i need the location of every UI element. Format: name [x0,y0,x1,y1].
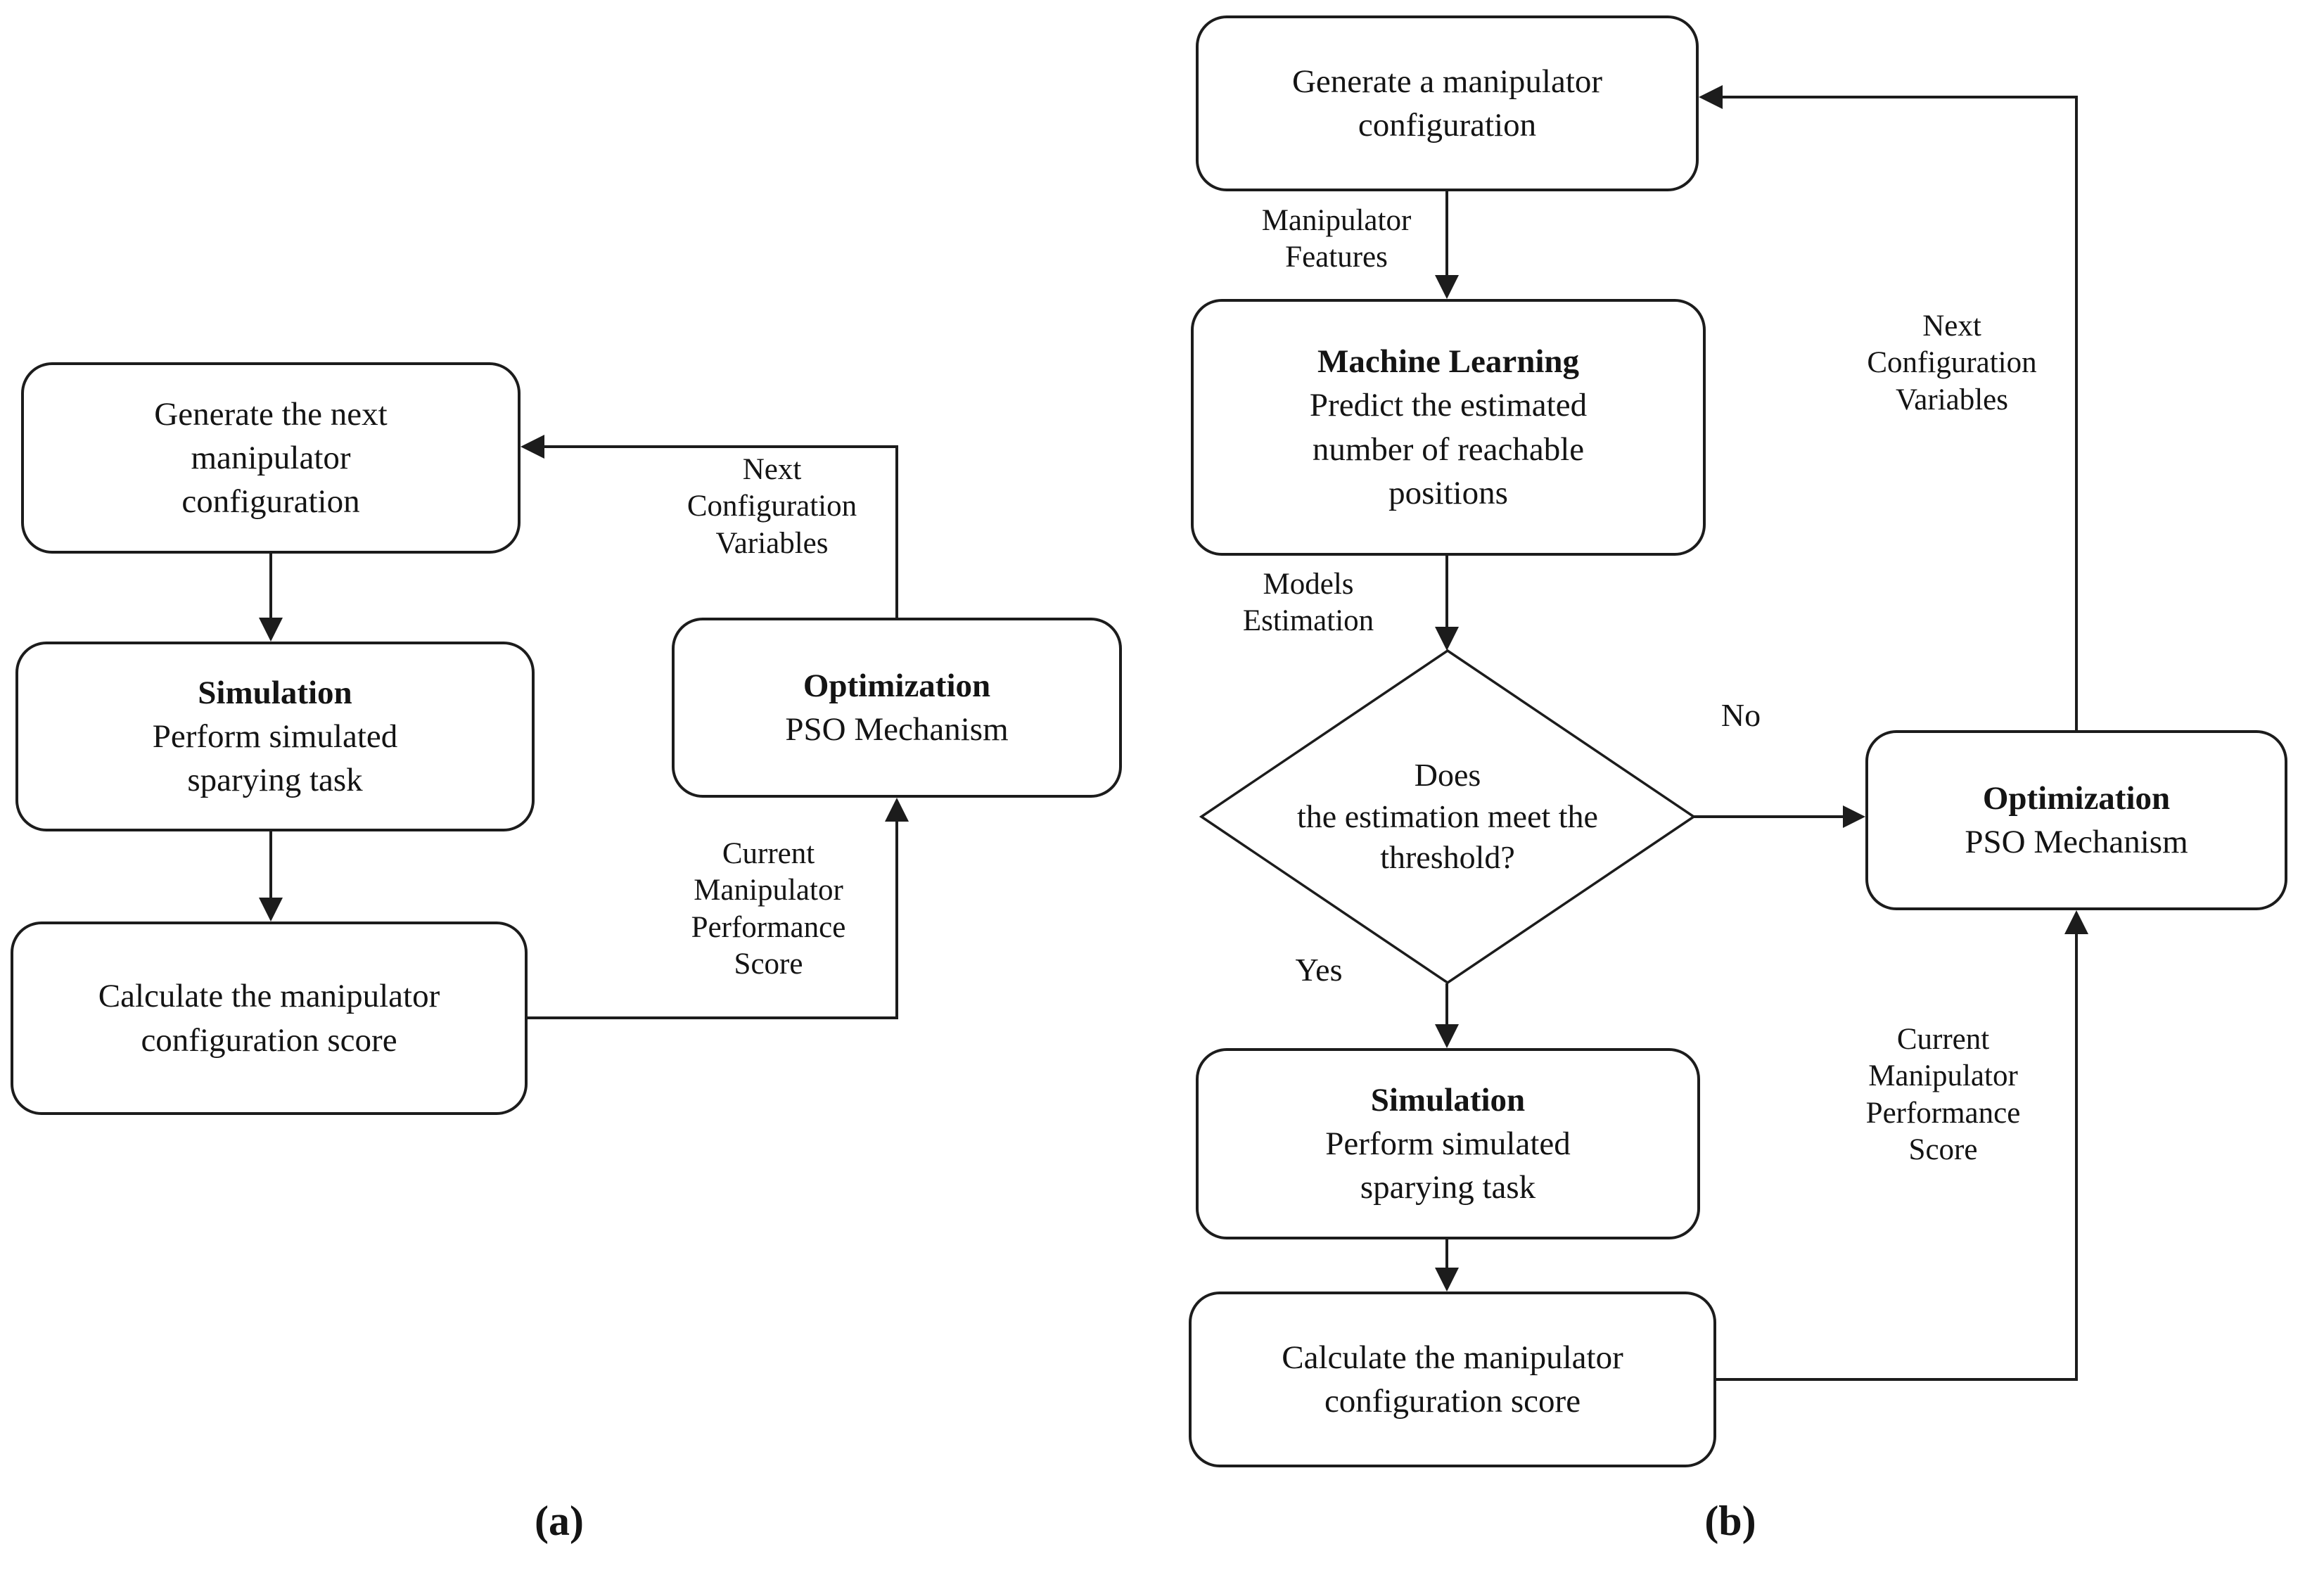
connector-line [269,831,272,899]
panel-caption-a: (a) [535,1498,584,1544]
node-text-line: Calculate the manipulator [98,978,440,1015]
arrowhead-up-icon [2064,910,2088,934]
arrowhead-left-icon [521,435,544,459]
connector-line [2075,96,2078,730]
node-text-line: Calculate the manipulator [1282,1339,1623,1376]
panel-caption-b: (b) [1704,1498,1756,1544]
node-text-line: PSO Mechanism [785,711,1009,748]
node-decision-threshold: Does the estimation meet the threshold? [1199,649,1696,985]
node-text-line: configuration score [1324,1383,1581,1420]
connector-line [1445,556,1448,627]
edge-label-current-manipulator-performance-score: Current Manipulator Performance Score [691,837,846,981]
node-title: Simulation [198,674,352,711]
connector-line [1445,1239,1448,1268]
arrowhead-up-icon [885,798,909,822]
edge-label-models-estimation: Models Estimation [1242,568,1374,638]
node-calculate-configuration-score: Calculate the manipulator configuration … [1189,1292,1716,1467]
arrowhead-down-icon [1435,627,1459,651]
node-generate-next-manipulator-configuration: Generate the next manipulator configurat… [21,362,521,554]
node-title: Machine Learning [1317,343,1580,381]
arrowhead-down-icon [1435,275,1459,299]
edge-label-manipulator-features: Manipulator Features [1261,204,1412,274]
node-text-line: Perform simulated [1325,1125,1571,1162]
node-text-line: configuration [1358,107,1537,144]
node-text-line: Perform simulated [152,718,398,755]
node-text-line: manipulator [191,439,351,476]
edge-label-yes: Yes [1295,952,1343,988]
node-text-line: configuration score [141,1021,397,1059]
node-text-line: sparying task [187,762,363,799]
node-simulation: Simulation Perform simulated sparying ta… [1196,1048,1700,1239]
connector-line [2075,933,2078,1381]
decision-diamond-shape [1199,649,1696,985]
edge-label-next-configuration-variables: Next Configuration Variables [1867,310,2037,416]
node-text-line: positions [1388,474,1508,511]
connector-line [1721,96,2078,98]
edge-label-current-manipulator-performance-score: Current Manipulator Performance Score [1865,1023,2021,1167]
connector-line [269,554,272,623]
node-optimization-pso: Optimization PSO Mechanism [1865,730,2287,910]
arrowhead-right-icon [1843,805,1865,828]
decision-text: Does the estimation meet the threshold? [1297,756,1598,876]
edge-label-next-configuration-variables: Next Configuration Variables [687,453,857,560]
node-title: Optimization [803,667,991,704]
node-title: Simulation [1370,1081,1526,1118]
node-machine-learning: Machine Learning Predict the estimated n… [1191,299,1706,556]
node-text-line: configuration [181,483,360,521]
node-title: Optimization [1982,779,2171,817]
node-simulation: Simulation Perform simulated sparying ta… [15,642,535,831]
node-calculate-configuration-score: Calculate the manipulator configuration … [11,922,528,1115]
arrowhead-left-icon [1699,85,1723,109]
node-generate-manipulator-configuration: Generate a manipulator configuration [1196,15,1699,191]
node-text-line: Generate the next [154,395,388,433]
node-text-line: PSO Mechanism [1965,824,2188,860]
arrowhead-down-icon [1435,1024,1459,1048]
connector-line [1694,815,1844,818]
connector-line [1716,1378,2078,1381]
node-text-line: sparying task [1360,1169,1536,1206]
connector-line [1445,983,1448,1024]
connector-line [895,820,898,1019]
node-text-line: Predict the estimated [1309,387,1588,424]
connector-line [1445,191,1448,275]
arrowhead-down-icon [259,898,283,922]
edge-label-no: No [1720,697,1761,733]
node-optimization-pso: Optimization PSO Mechanism [672,618,1122,798]
arrowhead-down-icon [259,618,283,642]
arrowhead-down-icon [1435,1268,1459,1292]
connector-line [895,445,898,618]
node-text-line: number of reachable [1312,431,1585,468]
connector-line [528,1016,898,1019]
connector-line [542,445,898,448]
node-text-line: Generate a manipulator [1291,63,1603,100]
